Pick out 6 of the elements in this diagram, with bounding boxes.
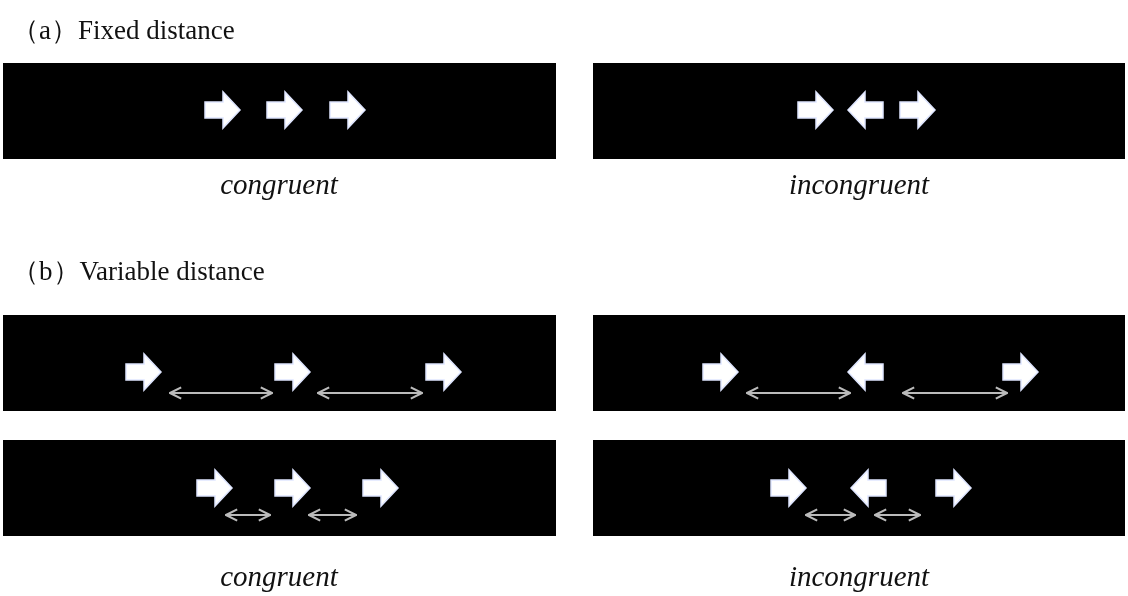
condition-label: congruent (220, 170, 338, 199)
condition-label: incongruent (788, 562, 930, 591)
section-heading: （a）Fixed distance (12, 17, 235, 44)
section-heading: （b）Variable distance (12, 258, 265, 285)
condition-label: congruent (220, 562, 338, 591)
condition-label: incongruent (788, 170, 930, 199)
